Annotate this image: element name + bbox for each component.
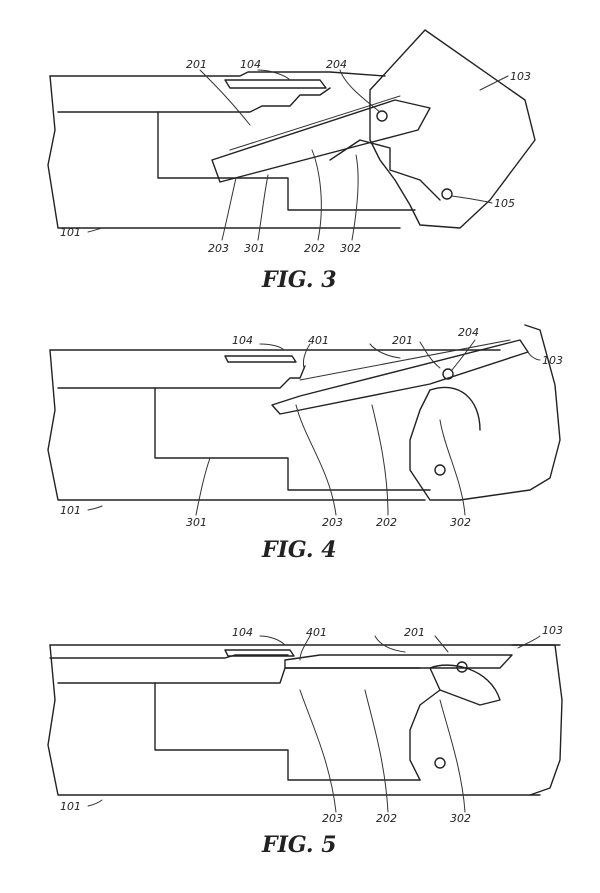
ref-201: 201 <box>404 626 425 639</box>
ref-103: 103 <box>542 354 563 367</box>
figure-4-reference-numerals: 104 401 201 204 103 101 301 203 202 302 <box>60 326 563 529</box>
figure-3-leaders <box>87 69 509 241</box>
ref-201: 201 <box>186 58 207 71</box>
ref-204: 204 <box>326 58 347 71</box>
ref-301: 301 <box>186 516 207 529</box>
base-board-101 <box>47 349 501 501</box>
ref-302: 302 <box>340 242 361 255</box>
housing-103 <box>409 644 563 796</box>
figure-5-leaders <box>87 635 541 813</box>
ref-203: 203 <box>322 812 343 825</box>
lever-arm-203 <box>271 339 529 415</box>
ref-202: 202 <box>304 242 325 255</box>
ref-302: 302 <box>450 812 471 825</box>
ref-201: 201 <box>392 334 413 347</box>
housing-103 <box>329 29 536 229</box>
figure-caption: FIG. 3 <box>261 267 337 293</box>
latch-member-104 <box>224 355 297 363</box>
ref-204: 204 <box>458 326 479 339</box>
pivot-204 <box>442 368 454 380</box>
ref-104: 104 <box>240 58 261 71</box>
latch-member-104 <box>224 79 327 89</box>
ref-105: 105 <box>494 197 515 210</box>
ref-103: 103 <box>510 70 531 83</box>
figure-4-leaders <box>87 339 541 516</box>
lever-arm-203 <box>211 95 431 183</box>
pivot-105 <box>441 188 453 200</box>
ref-203: 203 <box>208 242 229 255</box>
latch-member-104 <box>224 649 295 657</box>
ref-101: 101 <box>60 800 81 813</box>
ref-202: 202 <box>376 516 397 529</box>
ref-401: 401 <box>306 626 327 639</box>
pivot-105 <box>434 757 446 769</box>
figure-caption: FIG. 5 <box>261 832 337 858</box>
ref-103: 103 <box>542 624 563 637</box>
housing-103 <box>409 324 561 501</box>
pivot-204 <box>376 110 388 122</box>
ref-302: 302 <box>450 516 471 529</box>
figure-3: 201 104 204 103 105 101 203 301 202 302 … <box>47 29 536 293</box>
ref-101: 101 <box>60 226 81 239</box>
ref-101: 101 <box>60 504 81 517</box>
figure-5: 104 401 201 103 101 203 202 302 FIG. 5 <box>47 624 563 858</box>
base-board-101 <box>47 71 416 229</box>
ref-401: 401 <box>308 334 329 347</box>
figure-5-reference-numerals: 104 401 201 103 101 203 202 302 <box>60 624 563 825</box>
ref-104: 104 <box>232 334 253 347</box>
figure-3-reference-numerals: 201 104 204 103 105 101 203 301 202 302 <box>60 58 531 255</box>
pivot-105 <box>434 464 446 476</box>
ref-203: 203 <box>322 516 343 529</box>
pivot-204 <box>456 661 468 673</box>
ref-104: 104 <box>232 626 253 639</box>
lever-arm-203 <box>284 654 513 669</box>
ref-301: 301 <box>244 242 265 255</box>
ref-202: 202 <box>376 812 397 825</box>
figure-caption: FIG. 4 <box>261 537 337 563</box>
figure-4: 104 401 201 204 103 101 301 203 202 302 … <box>47 324 563 563</box>
